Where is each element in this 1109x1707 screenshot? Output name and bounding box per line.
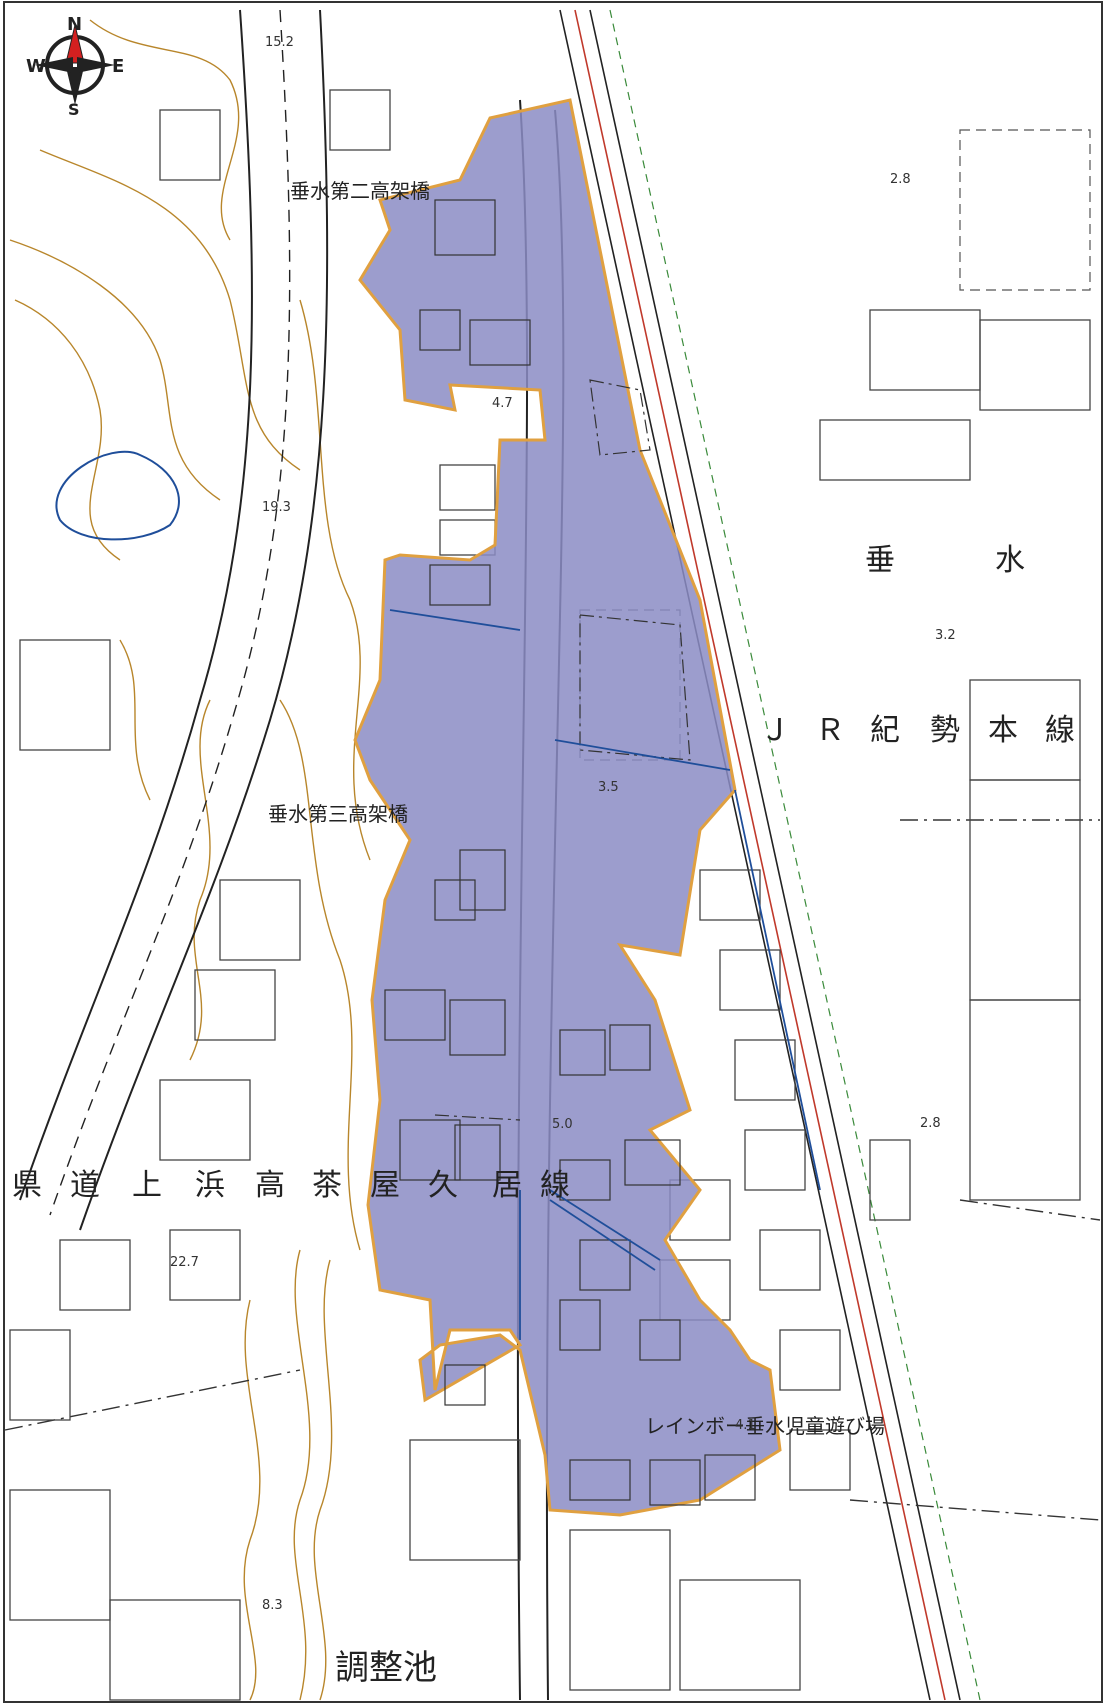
- compass-n: N: [67, 14, 83, 35]
- rail-char-5: 線: [1045, 713, 1075, 748]
- contour-lines: [9, 19, 371, 1701]
- expressway: [19, 9, 329, 1231]
- elevation-point: 8.3: [262, 1598, 283, 1613]
- elevation-point: 22.7: [170, 1255, 199, 1270]
- label-bridge2: 垂水第二高架橋: [290, 179, 430, 203]
- road-char-0: 県: [12, 1168, 42, 1203]
- pond-shape: [55, 450, 180, 541]
- rail-char-3: 勢: [930, 713, 960, 748]
- road-char-8: 居: [492, 1168, 522, 1203]
- rail-char-4: 本: [988, 713, 1018, 748]
- rail-char-1: Ｒ: [815, 713, 845, 748]
- elevation-point: 3.2: [935, 628, 956, 643]
- elevation-point: 2.8: [890, 172, 911, 187]
- road-char-9: 線: [540, 1168, 570, 1203]
- elevation-point: 3.5: [598, 780, 619, 795]
- railway: [559, 9, 981, 1701]
- rail-char-2: 紀: [870, 713, 900, 748]
- road-char-6: 屋: [370, 1168, 400, 1203]
- map-frame: [3, 1, 1103, 1703]
- road-char-7: 久: [428, 1168, 458, 1203]
- elevation-point: 19.3: [262, 500, 291, 515]
- elevation-point: 4.1: [735, 1418, 756, 1433]
- rail-char-0: Ｊ: [760, 713, 790, 748]
- label-bridge3: 垂水第三高架橋: [268, 802, 408, 826]
- elevation-point: 15.2: [265, 35, 294, 50]
- elevation-point: 5.0: [552, 1117, 573, 1132]
- elevation-point: 2.8: [920, 1116, 941, 1131]
- road-char-2: 上: [132, 1168, 162, 1203]
- drainage: [389, 609, 821, 1340]
- compass-e: E: [112, 56, 125, 77]
- highlight-parcels: [434, 379, 691, 1121]
- road-char-1: 道: [70, 1168, 100, 1203]
- label-park: レインボー垂水児童遊び場: [645, 1414, 885, 1438]
- highlight-area: [353, 98, 782, 1517]
- district-char-0: 垂: [865, 543, 895, 578]
- road-char-4: 高: [255, 1168, 285, 1203]
- compass-w: W: [26, 56, 46, 77]
- label-pond: 調整池: [335, 1648, 437, 1688]
- district-char-1: 水: [995, 543, 1025, 578]
- highlight-buildings: [384, 199, 756, 1506]
- compass-icon: [35, 24, 115, 105]
- road-char-5: 茶: [312, 1168, 342, 1203]
- road-char-3: 浜: [195, 1168, 225, 1203]
- compass-s: S: [68, 100, 80, 119]
- elevation-point: 4.7: [492, 396, 513, 411]
- buildings: [9, 89, 1091, 1701]
